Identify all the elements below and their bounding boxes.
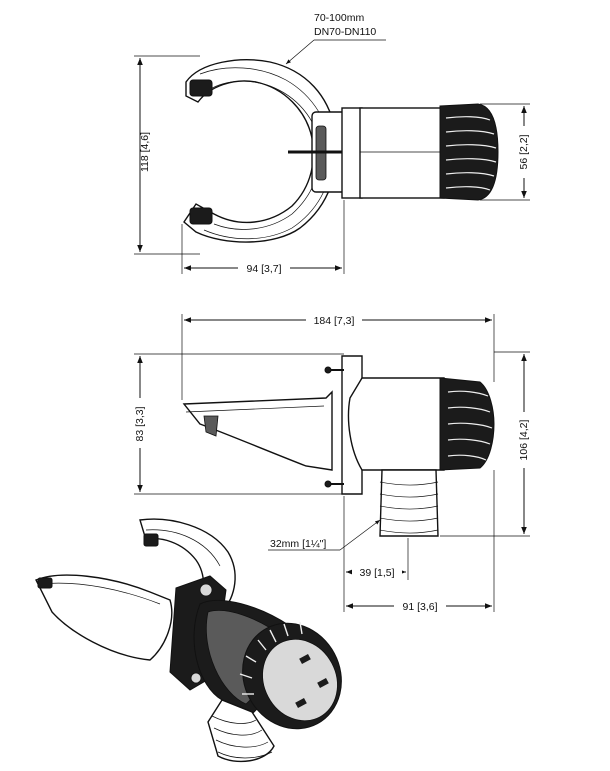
flange-plate (341, 107, 363, 199)
hose-label: 32mm [1¼"] (270, 538, 326, 550)
side-view: 184 [7,3] 83 [3,3] 106 [4,2] 32mm [1¼"] … (132, 313, 530, 613)
lower-jaw-pad (189, 207, 213, 225)
range-label: 70-100mm (314, 12, 364, 24)
side-clamp-tip (203, 415, 219, 437)
hose-ribs (379, 481, 439, 534)
iso-cap-face (262, 638, 338, 722)
iso-hose-ribs (211, 715, 273, 759)
width-label: 94 [3,7] (246, 263, 281, 275)
cap-ridges (445, 116, 497, 191)
cylinder-body (359, 107, 445, 199)
total-height-label: 106 [4,2] (518, 419, 530, 460)
iso-cap-knurls (239, 621, 303, 695)
knurled-cap (439, 103, 499, 201)
flange-label: 83 [3,3] (134, 406, 146, 441)
upper-jaw-pad (189, 79, 213, 97)
outlet-length-label: 91 [3,6] (402, 601, 437, 613)
side-cap-ridges (447, 390, 493, 461)
top-view: 70-100mm DN70-DN110 118 [4,6] 94 [3,7] 5… (134, 12, 530, 275)
hose-outlet (379, 469, 439, 537)
iso-jaw-pad-top (143, 533, 159, 547)
dn-label: DN70-DN110 (314, 26, 376, 38)
hose-leader (339, 519, 381, 551)
clamp-c-shape (183, 59, 338, 243)
iso-cap-slots (295, 654, 329, 708)
isometric-view (35, 518, 342, 763)
range-leader (285, 39, 315, 65)
iso-jaw-pad-left (37, 577, 53, 589)
side-cylinder-body (347, 377, 445, 471)
height-label: 118 [4,6] (139, 132, 151, 172)
outlet-offset-label: 39 [1,5] (359, 567, 394, 579)
cap-label: 56 [2,2] (518, 134, 530, 169)
length-label: 184 [7,3] (314, 315, 355, 327)
